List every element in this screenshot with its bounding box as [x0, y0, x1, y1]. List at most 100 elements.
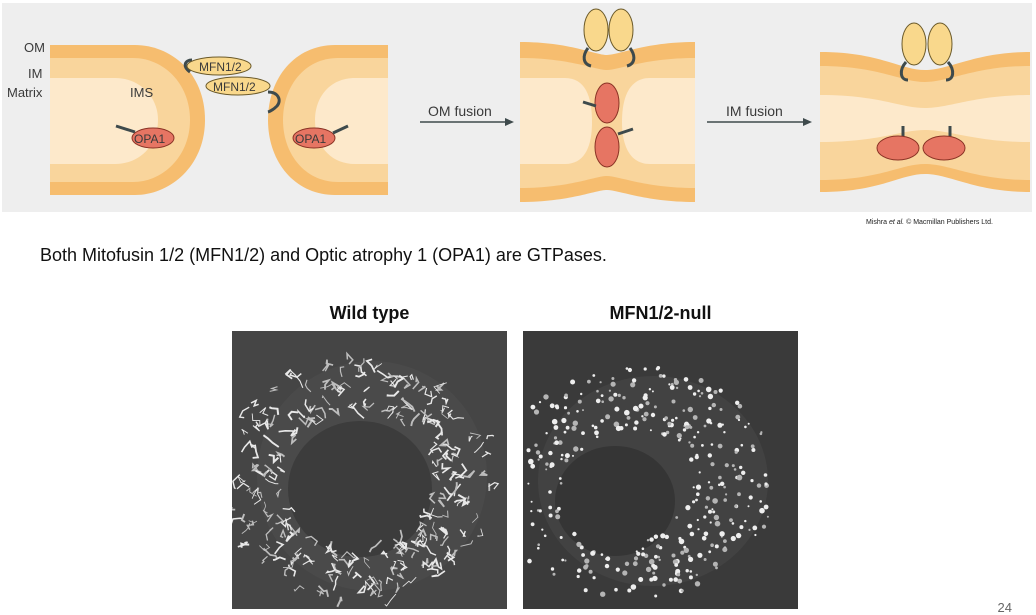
mitochondrial-punctum: [558, 440, 563, 445]
mitochondrial-punctum: [625, 367, 629, 370]
mitochondrial-punctum: [638, 577, 644, 582]
mitochondrial-punctum: [537, 543, 540, 546]
mitochondrial-tubule: [331, 554, 339, 562]
mitochondrial-punctum: [766, 515, 769, 518]
mitochondrial-punctum: [633, 556, 639, 561]
mitochondrial-tubule: [296, 408, 306, 419]
mitochondrial-tubule: [364, 579, 377, 595]
mitochondrial-tubule: [355, 371, 366, 378]
mitochondrial-tubule: [465, 495, 470, 503]
mitochondrial-punctum: [626, 416, 631, 420]
mitochondrial-punctum: [722, 547, 728, 553]
mitochondrial-tubule: [428, 491, 436, 504]
mitochondrial-tubule: [338, 558, 350, 567]
credit-et-al: et al.: [888, 219, 905, 226]
mitochondrial-punctum: [723, 539, 727, 543]
mitochondrial-punctum: [719, 531, 725, 537]
mitochondrial-punctum: [676, 572, 681, 577]
mitochondrial-tubule: [469, 432, 482, 439]
mfn-label-top: MFN1/2: [199, 60, 242, 74]
mitochondrial-tubule: [240, 513, 246, 523]
mitochondrial-punctum: [712, 561, 718, 567]
mitochondrial-punctum: [657, 555, 660, 559]
mitochondrial-tubule: [259, 543, 271, 552]
mitochondrial-punctum: [654, 594, 658, 598]
mitochondrial-punctum: [703, 558, 707, 561]
mitochondrial-tubule: [458, 463, 468, 479]
mitochondrial-tubule: [442, 510, 449, 518]
mitochondrial-tubule: [431, 459, 438, 467]
mfn-tether-left-mid: [582, 47, 592, 68]
mitochondrial-punctum: [677, 438, 681, 442]
mitochondrial-punctum: [605, 556, 611, 561]
mitochondrial-punctum: [737, 492, 741, 497]
mitochondrial-tubule: [363, 556, 371, 569]
mitochondrial-tubule: [441, 463, 452, 474]
mitochondrial-tubule: [419, 537, 428, 548]
mitochondrial-punctum: [649, 537, 654, 542]
mitochondrial-punctum: [624, 423, 628, 427]
mitochondrial-tubule: [290, 434, 297, 446]
page-number: 24: [997, 600, 1012, 615]
mitochondrial-punctum: [737, 418, 741, 422]
mitochondrial-tubule: [279, 528, 287, 539]
mitochondrial-punctum: [570, 379, 576, 385]
mitochondrial-punctum: [671, 553, 676, 558]
mitochondrial-tubule: [298, 416, 316, 426]
mitochondrial-tubule: [459, 529, 467, 537]
mitochondrial-punctum: [527, 558, 532, 564]
mitochondrial-tubule: [423, 508, 431, 520]
mfn-null-micrograph: [523, 331, 798, 609]
mitochondrial-punctum: [714, 520, 721, 527]
mitochondrial-punctum: [697, 389, 700, 393]
mitochondrial-punctum: [594, 430, 599, 436]
opa-ellipse-bottom-mid: [594, 126, 620, 168]
mitochondrial-tubule: [385, 576, 394, 585]
mitochondrial-punctum: [643, 411, 649, 417]
mitochondrial-punctum: [729, 518, 733, 522]
mitochondrial-punctum: [561, 417, 567, 424]
mitochondrial-punctum: [710, 443, 714, 446]
mitochondrial-punctum: [564, 453, 570, 459]
mitochondrial-punctum: [756, 483, 762, 488]
mitochondrial-tubule: [417, 528, 427, 537]
mitochondrial-punctum: [741, 470, 746, 475]
mitochondrial-tubule: [294, 547, 302, 559]
opa-ellipse-right-right: [922, 135, 966, 161]
mitochondrial-tubule: [284, 368, 293, 380]
mitochondrial-punctum: [630, 584, 637, 590]
mitochondrial-tubule: [378, 579, 383, 592]
mitochondrial-tubule: [274, 540, 285, 555]
mitochondrial-punctum: [689, 531, 695, 537]
opa-label-right: OPA1: [295, 132, 326, 146]
mitochondrial-tubule: [451, 446, 461, 458]
mitochondrial-punctum: [617, 393, 621, 397]
mitochondrial-tubule: [439, 526, 449, 536]
mitochondrial-tubule: [481, 451, 492, 458]
mitochondrial-punctum: [744, 425, 747, 429]
mitochondrial-tubule: [436, 457, 443, 466]
opa-ellipse-left-right: [876, 135, 920, 161]
mitochondrial-punctum: [723, 431, 726, 434]
mitochondrial-tubule: [339, 366, 345, 378]
mitochondrial-punctum: [697, 552, 703, 558]
mitochondrial-punctum: [576, 410, 579, 413]
mitochondrial-punctum: [605, 414, 611, 420]
mitochondrial-tubule: [237, 541, 249, 548]
mitochondrial-tubule: [251, 488, 259, 499]
mitochondrial-punctum: [706, 418, 712, 424]
mitochondrial-punctum: [645, 401, 650, 406]
mitochondrial-punctum: [552, 572, 556, 576]
mitochondrial-punctum: [645, 566, 652, 573]
mitochondrial-punctum: [648, 558, 655, 565]
mitochondrial-tubule: [450, 549, 459, 557]
mitochondrial-punctum: [549, 462, 555, 468]
im-fusion-arrow: [707, 118, 812, 126]
mitochondrial-tubule: [278, 429, 295, 433]
mitochondrial-tubule: [264, 420, 269, 430]
mitochondrial-punctum: [709, 521, 712, 524]
mitochondrial-tubule: [326, 543, 337, 553]
mitochondrial-tubule: [417, 534, 426, 542]
mitochondrial-punctum: [613, 421, 620, 428]
mitochondrial-punctum: [718, 475, 722, 480]
